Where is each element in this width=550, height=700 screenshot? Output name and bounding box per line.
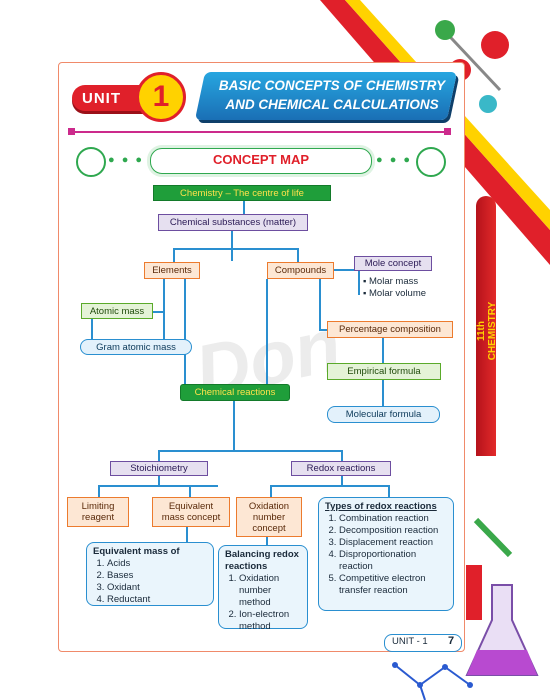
connector bbox=[358, 271, 360, 295]
node-compounds: Compounds bbox=[267, 262, 334, 279]
dots-left-decoration: ● ● ● bbox=[108, 154, 145, 166]
connector bbox=[382, 380, 384, 407]
connector bbox=[297, 248, 299, 262]
types-redox-heading: Types of redox reactions bbox=[325, 501, 437, 512]
node-gram-atomic-mass: Gram atomic mass bbox=[80, 339, 192, 355]
node-chemical-substances: Chemical substances (matter) bbox=[158, 214, 308, 231]
list-item: Acids bbox=[107, 558, 207, 570]
connector bbox=[266, 279, 268, 384]
bullet-molar-mass: ▪ Molar mass bbox=[363, 276, 419, 287]
footer-tab bbox=[384, 634, 462, 652]
node-mole-concept: Mole concept bbox=[354, 256, 432, 271]
divider-end-left bbox=[68, 128, 75, 135]
lightbulb-head-icon-right bbox=[416, 147, 446, 177]
connector bbox=[243, 201, 245, 214]
connector bbox=[158, 450, 342, 452]
divider-end-right bbox=[444, 128, 451, 135]
node-chemical-reactions: Chemical reactions bbox=[180, 384, 290, 401]
unit-label: UNIT bbox=[82, 90, 121, 107]
connector bbox=[341, 476, 343, 486]
types-of-redox-list: Types of redox reactions Combination rea… bbox=[318, 497, 454, 611]
molar-mass-label: Molar mass bbox=[369, 276, 419, 287]
list-item: Decomposition reaction bbox=[339, 525, 447, 537]
unit-number-badge: 1 bbox=[136, 72, 186, 122]
node-stoichiometry: Stoichiometry bbox=[110, 461, 208, 476]
bullet-molar-volume: ▪ Molar volume bbox=[363, 288, 427, 299]
connector bbox=[334, 269, 354, 271]
connector bbox=[270, 485, 388, 487]
dots-right-decoration: ● ● ● bbox=[376, 154, 413, 166]
node-molecular-formula: Molecular formula bbox=[327, 406, 440, 423]
list-item: Displacement reaction bbox=[339, 537, 447, 549]
balancing-redox-heading: Balancing redox reactions bbox=[225, 549, 299, 572]
node-empirical-formula: Empirical formula bbox=[327, 363, 441, 380]
list-item: Reductant bbox=[107, 594, 207, 606]
connector bbox=[98, 485, 100, 497]
list-item: Combination reaction bbox=[339, 513, 447, 525]
list-item: Disproportionation reaction bbox=[339, 549, 447, 573]
connector bbox=[163, 279, 165, 340]
lightbulb-head-icon-left bbox=[76, 147, 106, 177]
footer-unit-label: UNIT - 1 bbox=[392, 636, 428, 647]
connector bbox=[231, 231, 233, 261]
page-number: 7 bbox=[448, 635, 455, 647]
chapter-title-line1: BASIC CONCEPTS OF CHEMISTRY bbox=[218, 78, 446, 93]
connector bbox=[319, 329, 329, 331]
flask-icon bbox=[465, 517, 539, 676]
connector bbox=[173, 248, 175, 262]
connector bbox=[91, 319, 93, 339]
connector bbox=[319, 279, 321, 329]
list-item: Competitive electron transfer reaction bbox=[339, 573, 447, 597]
node-limiting-reagent: Limiting reagent bbox=[67, 497, 129, 527]
connector bbox=[173, 248, 297, 250]
node-oxidation-number-concept: Oxidation number concept bbox=[236, 497, 302, 537]
connector bbox=[266, 537, 268, 547]
header-divider bbox=[72, 131, 448, 133]
side-chemistry-tab bbox=[476, 196, 496, 456]
connector bbox=[184, 279, 186, 384]
connector bbox=[158, 450, 160, 461]
node-equivalent-mass-concept: Equivalent mass concept bbox=[152, 497, 230, 527]
molecule-icon bbox=[392, 662, 473, 700]
chapter-title: BASIC CONCEPTS OF CHEMISTRY AND CHEMICAL… bbox=[214, 76, 450, 114]
connector bbox=[233, 400, 235, 450]
node-atomic-mass: Atomic mass bbox=[81, 303, 153, 319]
list-item: Bases bbox=[107, 570, 207, 582]
list-item: Oxidant bbox=[107, 582, 207, 594]
connector bbox=[388, 485, 390, 497]
equivalent-mass-heading: Equivalent mass of bbox=[93, 546, 180, 557]
connector bbox=[158, 476, 160, 486]
concept-map-title: CONCEPT MAP bbox=[212, 152, 310, 167]
molar-volume-label: Molar volume bbox=[369, 288, 427, 299]
balancing-redox-list: Balancing redox reactions Oxidation numb… bbox=[218, 545, 308, 632]
concept-map-banner bbox=[150, 148, 372, 174]
connector bbox=[382, 337, 384, 363]
connector bbox=[186, 527, 188, 543]
node-elements: Elements bbox=[144, 262, 200, 279]
node-redox-reactions: Redox reactions bbox=[291, 461, 391, 476]
connector bbox=[341, 450, 343, 461]
list-item: Oxidation number method bbox=[239, 573, 301, 609]
side-chemistry-label: 11th CHEMISTRY bbox=[476, 301, 498, 361]
connector bbox=[189, 485, 191, 497]
connector bbox=[270, 485, 272, 497]
connector bbox=[153, 311, 164, 313]
list-item: Ion-electron method bbox=[239, 609, 301, 633]
node-chemistry-root: Chemistry – The centre of life bbox=[153, 185, 331, 201]
chapter-title-line2: AND CHEMICAL CALCULATIONS bbox=[225, 97, 439, 112]
node-percentage-composition: Percentage composition bbox=[327, 321, 453, 338]
equivalent-mass-list: Equivalent mass of Acids Bases Oxidant R… bbox=[86, 542, 214, 606]
